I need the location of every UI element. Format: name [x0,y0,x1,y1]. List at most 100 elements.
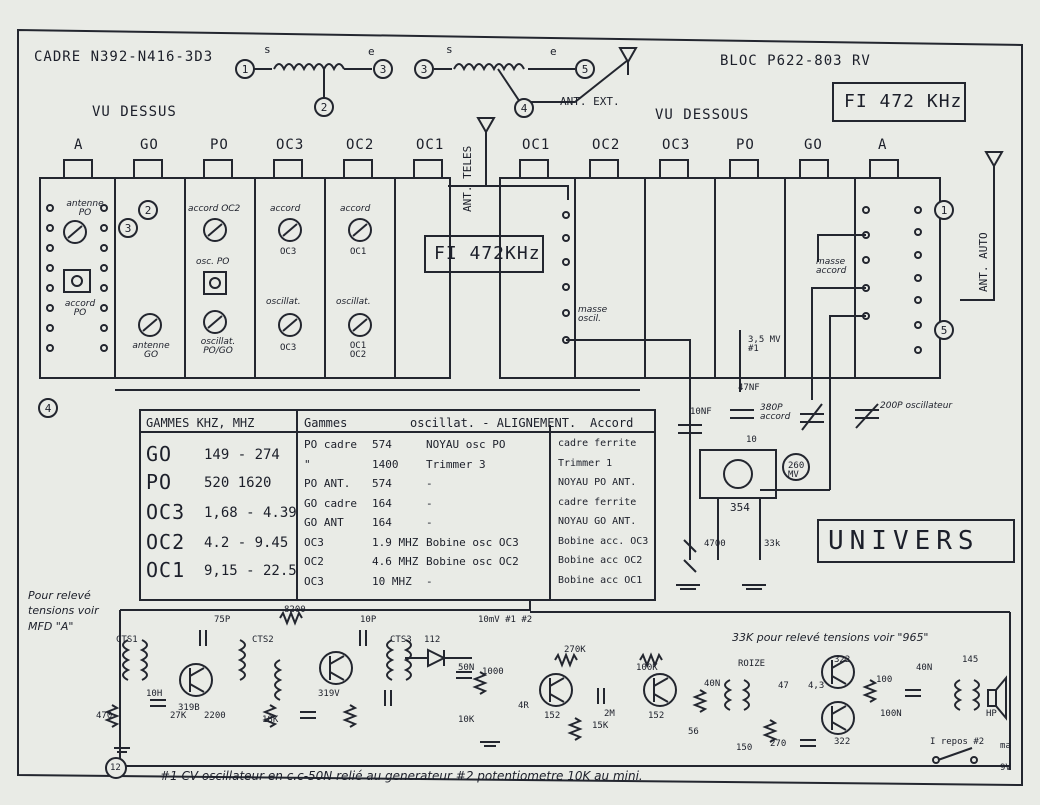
label-accord-oc2: accord OC2 [188,204,241,214]
table-head-gammes: Gammes [304,416,348,430]
component-t319v: 319V [318,689,340,699]
component-c40n2: 40N [916,663,933,673]
label-33k: 33k [764,539,781,549]
fi-box-label: FI 472 KHz [844,91,963,112]
component-r15k: 15K [592,721,609,731]
table-row-2-o: - [426,477,433,490]
brand-label: UNIVERS [828,526,980,556]
table-row-6-o: Bobine osc OC2 [426,555,519,568]
node-4b: 4 [45,402,52,415]
label-osc-po: osc. PO [196,257,230,267]
node-3a: 3 [380,63,387,76]
label-4700: 4700 [704,539,726,549]
table-band-1: PO [146,470,173,494]
fi-box: FI 472 KHz [832,82,966,122]
table-head-accord: Accord [590,416,634,430]
table-head-osc: oscillat. - ALIGNEMENT. [410,416,577,430]
label-oc1-oc2: OC1 OC2 [349,341,367,360]
bottom-tab-a: A [878,137,888,153]
bottom-board [499,177,941,379]
coil-mark-s2: s [446,43,453,56]
right-note: 33K pour relevé tensions voir "965" [732,631,929,644]
table-band-0: GO [146,442,173,466]
table-row-7-a: Bobine acc OC1 [558,574,643,586]
component-r27k: 27K [170,711,187,721]
component-roize: ROIZE [738,659,766,669]
fi-inner-label: FI 472KHz [434,243,541,264]
outer-frame [17,28,1023,787]
table-row-1-g: " [304,457,311,471]
component-cts1a: CTS1 [116,635,138,645]
component-c100n: 100N [880,709,902,719]
bottom-tab-oc3: OC3 [662,137,691,153]
component-cts2: CTS2 [252,635,274,645]
label-260mv: 260 MV [788,461,805,480]
table-row-5-g: OC3 [304,535,324,549]
table-row-2-a: NOYAU PO ANT. [558,477,637,488]
component-s4r: 4R [518,701,529,711]
label-200p: 200P oscillateur [880,401,953,411]
footnote: #1 CV oscillateur en c.c-50N relié au ge… [160,769,643,783]
label-380p: 380P accord [760,403,791,422]
component-t319b: 319B [178,703,200,713]
ant-auto-label: ANT. AUTO [977,232,990,292]
label-masse-oscil: masse oscil. [578,305,608,324]
component-t322a: 322 [834,655,851,665]
table-row-6-g: OC2 [304,555,324,568]
component-cts3: CTS3 [390,635,412,645]
ant-teles-label: ANT. TELES [461,145,474,212]
component-c2m: 2M [604,709,615,719]
top-tab-oc2: OC2 [346,137,375,153]
corner-num-ma: ma [1000,741,1011,751]
table-row-3-a: cadre ferrite [558,496,637,508]
label-antenne-go: antenne GO [132,341,170,360]
table-head-left: GAMMES KHZ, MHZ [146,416,255,430]
table-band-4: OC1 [146,558,186,582]
component-t322b: 322 [834,737,851,747]
component-v10mv: 10mV #1 #2 [478,615,533,625]
alignment-table [139,409,656,601]
node-4: 4 [521,102,528,115]
component-d112: 112 [424,635,441,645]
node-5: 5 [582,63,589,76]
component-r100k: 100K [636,663,658,673]
component-r47: 47 [778,681,789,691]
component-r8200: 8200 [284,605,306,615]
table-row-0-a: cadre ferrite [558,438,637,449]
table-row-7-g: OC3 [304,574,324,588]
bottom-tab-po: PO [736,137,755,153]
vu-dessous-label: VU DESSOUS [655,107,750,123]
table-row-4-o: - [426,516,433,529]
bottom-tab-go: GO [804,137,823,153]
node-1b: 1 [941,204,948,217]
table-row-6-a: Bobine acc OC2 [558,555,643,566]
ant-ext-label: ANT. EXT. [560,95,620,108]
left-note: Pour relevé tensions voir MFD "A" [28,589,99,633]
top-board [39,177,451,379]
bottom-tab-oc2: OC2 [592,137,621,153]
component-r1000: 1000 [482,667,504,677]
component-c10h: 10H [146,689,163,699]
table-row-0-o: NOYAU osc PO [426,438,506,451]
cadre-label: CADRE N392-N416-3D3 [34,49,214,65]
table-row-6-f: 4.6 MHZ [372,555,419,568]
table-range-1: 520 1620 [204,475,272,491]
table-range-2: 1,68 - 4.39 [204,505,297,521]
label-10nf: 10NF [690,407,712,417]
table-row-2-f: 574 [372,477,392,490]
node-2: 2 [321,101,328,114]
table-row-4-f: 164 [372,516,392,529]
corner-num-9v: 9V [1000,763,1011,773]
component-r270: 270 [770,739,787,749]
top-tab-oc3: OC3 [276,137,305,153]
component-t152b: 152 [648,711,665,721]
bottom-tab-oc1: OC1 [522,137,551,153]
label-oc3: OC3 [280,247,297,257]
component-repos: I repos #2 [930,737,985,747]
component-c10p: 10P [360,615,377,625]
component-r270k: 270K [564,645,586,655]
component-hp: HP [986,709,997,719]
table-row-7-f: 10 MHZ [372,574,412,588]
